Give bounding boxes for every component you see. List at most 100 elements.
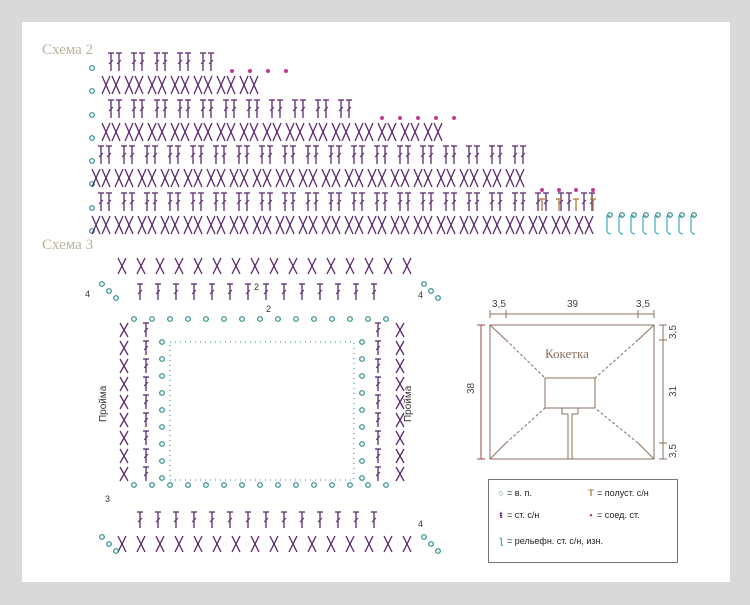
cross-line (249, 122, 259, 142)
dc-stitch (405, 192, 411, 211)
crossed-dc-stitch (134, 122, 144, 142)
cross-line (505, 215, 515, 235)
cross-line (395, 412, 405, 428)
crossed-dc-stitch (272, 122, 282, 142)
cross-line (170, 75, 180, 95)
yoke-diag-br (594, 407, 639, 444)
chain-stitch (221, 316, 227, 322)
chain-stitch (347, 482, 353, 488)
dc-stitch (359, 145, 365, 164)
crossed-dc-stitch (275, 215, 285, 235)
crossed-dc-stitch (155, 257, 165, 275)
crossed-dc-stitch (331, 168, 341, 188)
cross-line (170, 168, 180, 188)
cross-line (239, 75, 249, 95)
crossed-dc-stitch (119, 466, 129, 482)
dc-stitch (497, 145, 503, 164)
crossed-dc-stitch (584, 215, 594, 235)
dc-bar (313, 199, 319, 205)
dc-bar (143, 417, 149, 423)
crossed-dc-stitch (117, 257, 127, 275)
cross-line (395, 322, 405, 338)
cross-line (262, 122, 272, 142)
dc-bar (292, 106, 298, 112)
dc-stitch (328, 145, 334, 164)
dc-stitch (375, 394, 381, 409)
crossed-dc-stitch (436, 215, 446, 235)
chain-stitch (159, 390, 165, 396)
chain-stitch (159, 458, 165, 464)
cross-line (147, 215, 157, 235)
cross-line (239, 122, 249, 142)
dc-bar (143, 471, 149, 477)
dc-bar (374, 199, 380, 205)
dc-bar (221, 152, 227, 158)
dc-stitch (221, 145, 227, 164)
cross-line (226, 75, 236, 95)
dc-bar (520, 199, 526, 205)
cross-line (528, 215, 538, 235)
crossed-dc-stitch (482, 168, 492, 188)
yoke-corner-bl (489, 442, 507, 460)
dc-bar (143, 381, 149, 387)
crossed-dc-stitch (101, 168, 111, 188)
chain-stitch (89, 158, 95, 164)
chain-stitch (167, 482, 173, 488)
crossed-dc-stitch (180, 122, 190, 142)
dc-stitch (263, 511, 269, 528)
cross-line (147, 168, 157, 188)
crossed-dc-stitch (395, 394, 405, 410)
slip-stitch (452, 116, 456, 120)
cross-line (354, 122, 364, 142)
dc-bar (190, 152, 196, 158)
cross-line (101, 122, 111, 142)
dc-bar (371, 289, 377, 295)
dc-stitch (144, 145, 150, 164)
dc-stitch (338, 99, 344, 118)
chain-stitch (131, 316, 137, 322)
chain-stitch (359, 390, 365, 396)
chain-stitch (159, 356, 165, 362)
dc-stitch (108, 99, 114, 118)
dc-stitch (346, 99, 352, 118)
dc-stitch (397, 145, 403, 164)
crossed-dc-stitch (160, 215, 170, 235)
dc-stitch (290, 145, 296, 164)
cross-line (170, 215, 180, 235)
dc-stitch (520, 192, 526, 211)
relief-stitch (654, 215, 660, 235)
cross-line (239, 168, 249, 188)
dc-bar (131, 106, 137, 112)
dc-stitch (143, 322, 149, 337)
cross-line (395, 448, 405, 464)
dc-stitch (382, 192, 388, 211)
dc-stitch (336, 145, 342, 164)
dc-bar (143, 399, 149, 405)
cross-line (383, 535, 393, 553)
crossed-dc-stitch (395, 340, 405, 356)
dc-bar (566, 199, 572, 205)
row-number-top-2: 2 (266, 304, 271, 314)
dc-stitch (420, 145, 426, 164)
crossed-dc-stitch (492, 215, 502, 235)
dc-stitch (267, 192, 273, 211)
crossed-dc-stitch (170, 168, 180, 188)
dc-stitch (154, 52, 160, 71)
dc-stitch (139, 99, 145, 118)
cross-line (423, 215, 433, 235)
relief-stitch (690, 215, 696, 235)
scheme3-chart (99, 257, 441, 554)
chain-stitch (99, 281, 105, 287)
dc-bar (267, 152, 273, 158)
crossed-dc-stitch (262, 168, 272, 188)
dc-bar (223, 106, 229, 112)
relief-dc-icon: ƪ (499, 536, 503, 546)
dc-stitch (209, 283, 215, 300)
crossed-dc-stitch (505, 215, 515, 235)
slip-stitch (416, 116, 420, 120)
crossed-dc-stitch (364, 535, 374, 553)
crossed-dc-stitch (459, 215, 469, 235)
crossed-dc-stitch (250, 257, 260, 275)
crossed-dc-stitch (395, 412, 405, 428)
dc-bar (317, 517, 323, 523)
